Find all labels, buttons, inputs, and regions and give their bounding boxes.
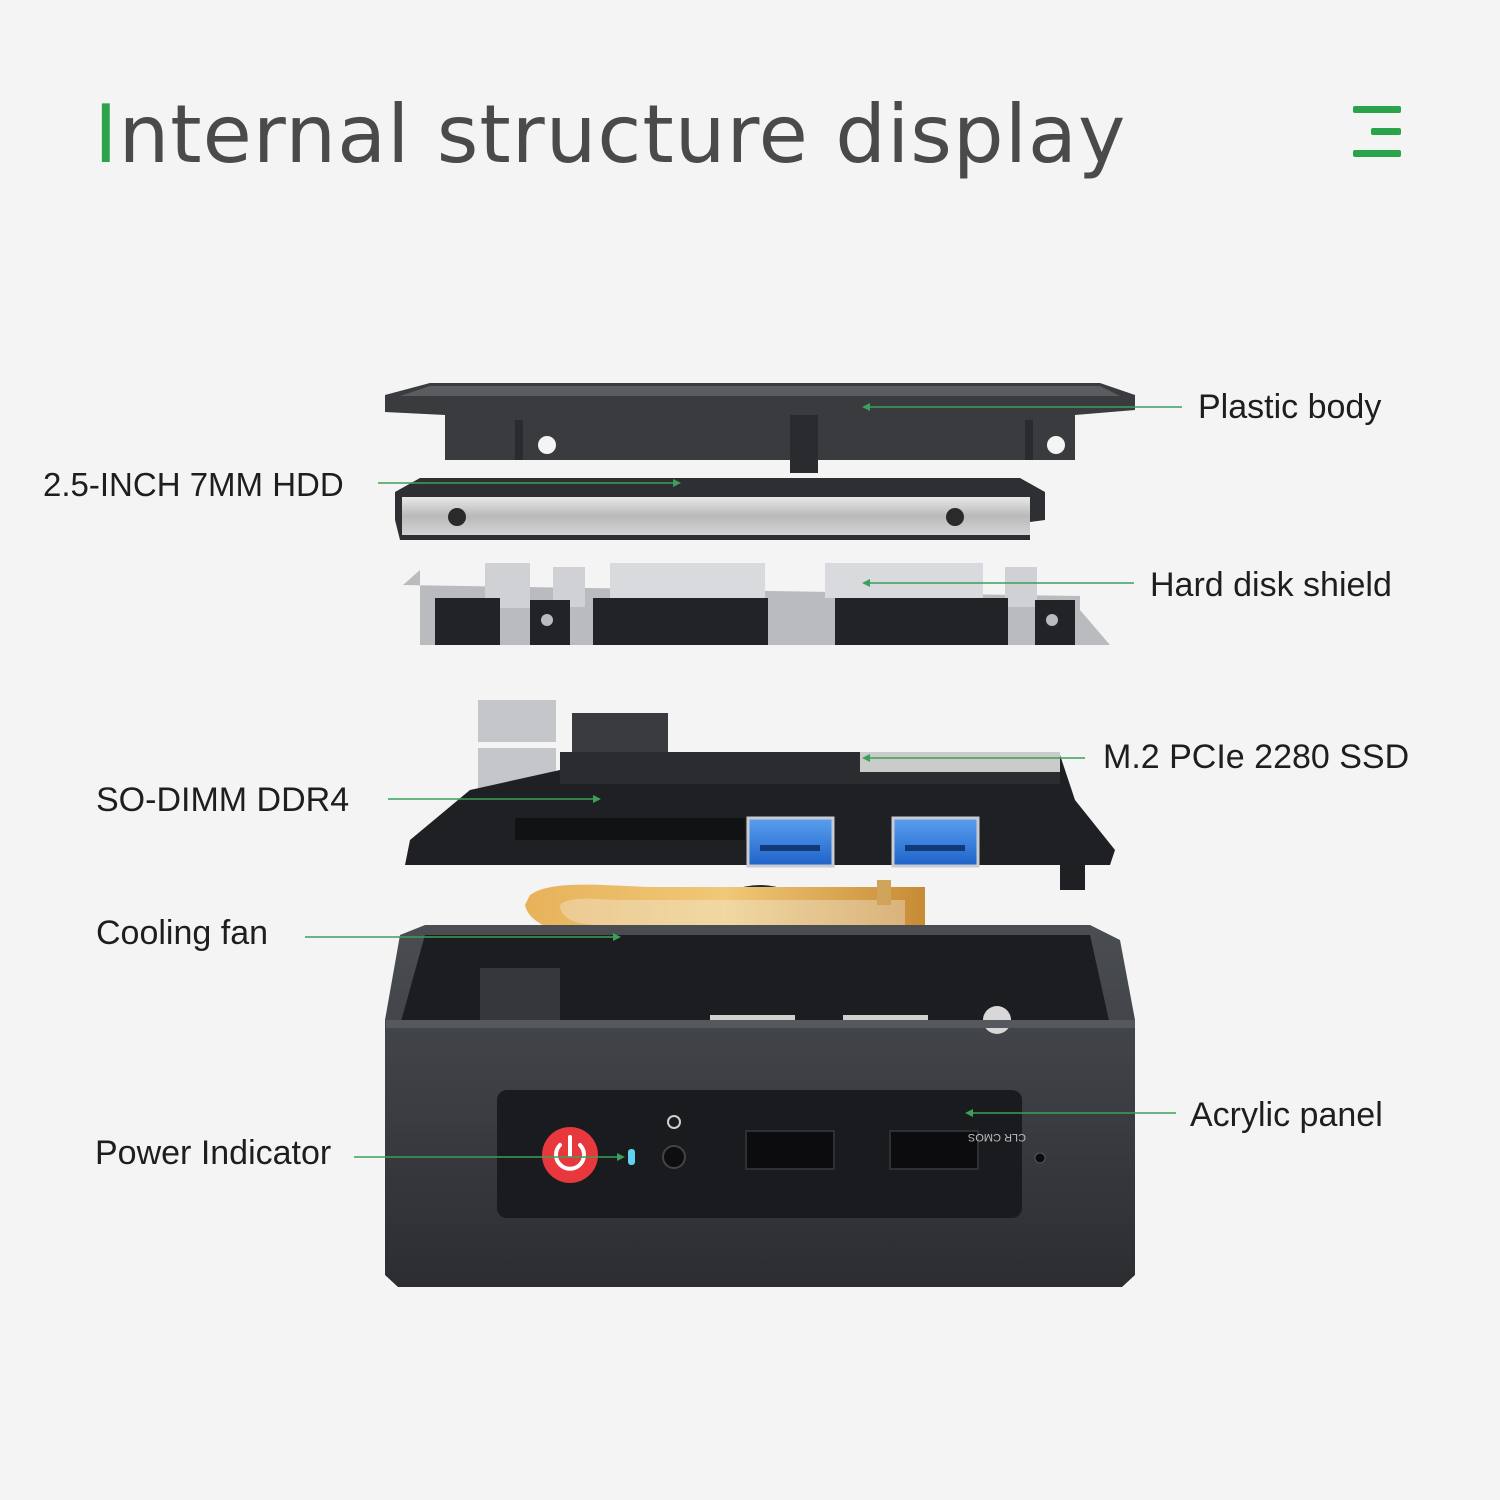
title-first-letter: I — [94, 88, 119, 181]
clr-cmos-label: CLR CMOS — [968, 1131, 1026, 1143]
motherboard-part — [405, 700, 1115, 890]
label-acrylic-panel: Acrylic panel — [1190, 1096, 1383, 1134]
label-sodimm: SO-DIMM DDR4 — [96, 781, 350, 819]
plastic-body-part — [385, 383, 1135, 473]
label-power-indicator: Power Indicator — [95, 1134, 332, 1172]
leader-arrows — [593, 403, 973, 1161]
hard-disk-shield-part — [403, 563, 1110, 645]
label-plastic-body: Plastic body — [1198, 388, 1382, 426]
title-rest: nternal structure display — [118, 88, 1127, 181]
label-hard-disk-shield: Hard disk shield — [1150, 566, 1392, 604]
label-ssd: M.2 PCIe 2280 SSD — [1103, 738, 1410, 776]
leader-lines — [305, 406, 1182, 1158]
menu-icon[interactable] — [1353, 106, 1401, 158]
hdd-part — [395, 478, 1045, 540]
page-title: Internal structure display — [94, 88, 1126, 181]
label-hdd: 2.5-INCH 7MM HDD — [43, 466, 344, 503]
case-part: CLR CMOS — [385, 925, 1135, 1287]
label-cooling-fan: Cooling fan — [96, 914, 269, 952]
